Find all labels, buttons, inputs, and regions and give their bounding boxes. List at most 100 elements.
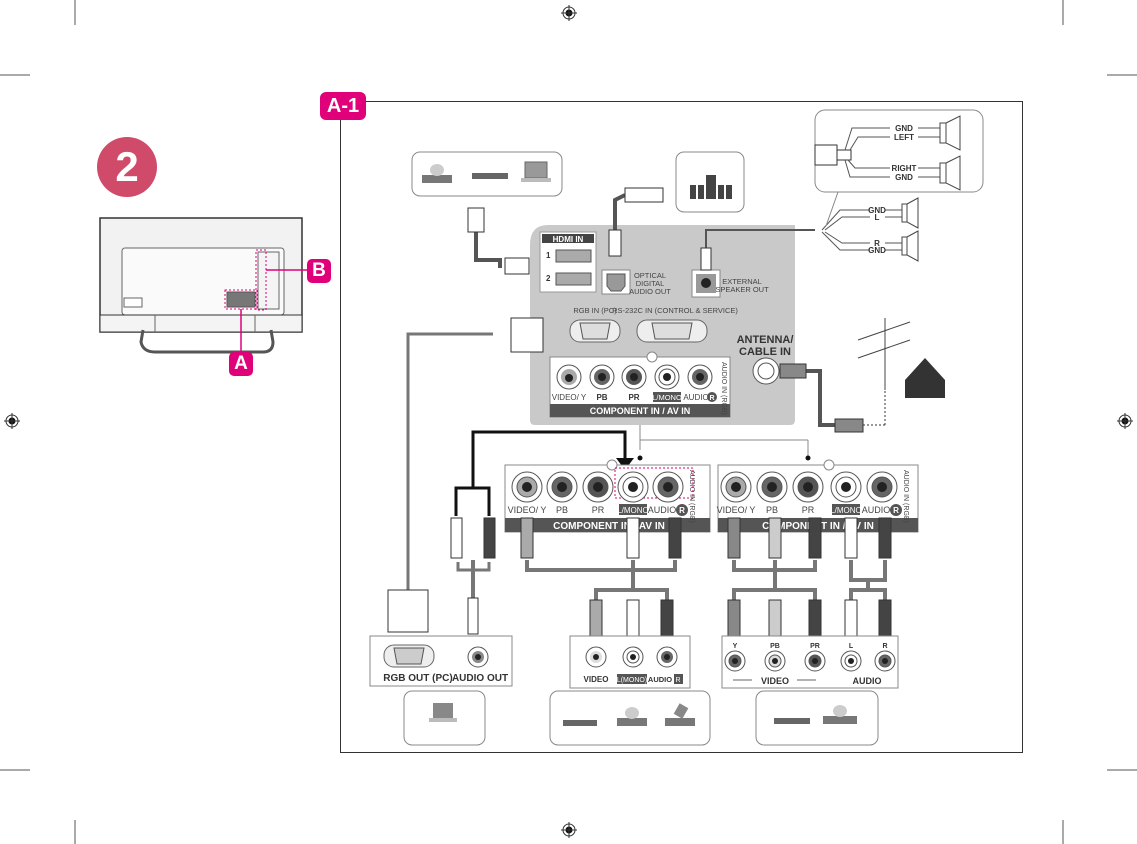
optical-connector bbox=[608, 229, 622, 257]
svg-text:R: R bbox=[709, 395, 714, 402]
hdmi-port-1 bbox=[555, 249, 592, 263]
rca-plug bbox=[668, 517, 682, 559]
jack-label: PR bbox=[802, 505, 815, 515]
rca-plug bbox=[589, 599, 603, 641]
svg-text:VIDEO: VIDEO bbox=[584, 675, 609, 684]
svg-text:PB: PB bbox=[770, 643, 780, 650]
svg-text:CABLE IN: CABLE IN bbox=[739, 346, 791, 358]
rca-plug bbox=[727, 517, 741, 559]
rca-jack bbox=[511, 471, 543, 503]
svg-text:RGB OUT (PC): RGB OUT (PC) bbox=[383, 673, 452, 684]
laptop-icon bbox=[429, 703, 457, 722]
coax-connector bbox=[779, 363, 807, 379]
hdmi-connector bbox=[467, 207, 485, 233]
section-label: A-1 bbox=[326, 95, 360, 117]
rgb-in-port bbox=[569, 319, 621, 343]
svg-text:GND: GND bbox=[868, 206, 886, 215]
rgb-cable-connector bbox=[510, 317, 544, 353]
rca-jack bbox=[652, 471, 684, 503]
rca-jack bbox=[756, 471, 788, 503]
rca-jack bbox=[792, 471, 824, 503]
jack-side-label: AUDIO IN (RGB) bbox=[902, 470, 909, 523]
jack-label: L/MONO bbox=[617, 506, 649, 515]
registration-mark-icon bbox=[561, 5, 577, 21]
svg-text:EXTERNAL: EXTERNAL bbox=[722, 277, 762, 286]
port-area-b bbox=[257, 251, 280, 310]
port-area-a bbox=[226, 291, 256, 308]
svg-text:SPEAKER OUT: SPEAKER OUT bbox=[715, 285, 769, 294]
rgb-out-port bbox=[383, 644, 435, 668]
svg-text:DIGITAL: DIGITAL bbox=[636, 279, 665, 288]
antenna-icon bbox=[857, 318, 911, 390]
rca-plug bbox=[808, 517, 822, 559]
svg-text:AUDIO OUT: AUDIO OUT bbox=[452, 673, 508, 684]
svg-text:LEFT: LEFT bbox=[894, 133, 914, 142]
svg-text:GND: GND bbox=[868, 246, 886, 255]
jack-label: VIDEO/ Y bbox=[717, 505, 756, 515]
registration-mark-icon bbox=[561, 822, 577, 838]
callout-b: B bbox=[307, 259, 331, 283]
rca-jack bbox=[830, 471, 862, 503]
svg-text:R: R bbox=[874, 239, 880, 248]
house-icon bbox=[905, 358, 945, 398]
jack-label: PB bbox=[766, 505, 778, 515]
rca-plug bbox=[626, 599, 640, 641]
svg-text:L(MONO): L(MONO) bbox=[617, 677, 647, 684]
diagram-frame bbox=[340, 101, 1023, 753]
svg-text:RIGHT: RIGHT bbox=[892, 164, 917, 173]
svg-text:COMPONENT IN / AV IN: COMPONENT IN / AV IN bbox=[590, 406, 691, 416]
dvd-player-icon bbox=[422, 164, 452, 183]
rca-jack bbox=[617, 471, 649, 503]
arrow-icon bbox=[616, 458, 634, 470]
jack-label: PR bbox=[592, 505, 605, 515]
speaker-icon bbox=[939, 155, 961, 191]
callout-b-label: B bbox=[312, 260, 326, 281]
speaker-icon bbox=[901, 197, 919, 229]
rca-plug bbox=[844, 517, 858, 559]
settop-box-icon bbox=[472, 173, 508, 179]
registration-mark-icon bbox=[4, 413, 20, 429]
svg-text:PR: PR bbox=[810, 643, 820, 650]
rca-jack bbox=[582, 471, 614, 503]
rs232c-port bbox=[636, 319, 708, 343]
antenna-label: ANTENNA/ bbox=[737, 334, 794, 346]
svg-text:R: R bbox=[675, 677, 680, 684]
jack-label: PB bbox=[556, 505, 568, 515]
home-theater-speakers-icon bbox=[690, 175, 732, 199]
svg-text:VIDEO/ Y: VIDEO/ Y bbox=[552, 393, 587, 402]
component-devices-box bbox=[755, 690, 879, 746]
svg-text:AUDIO: AUDIO bbox=[853, 676, 882, 686]
jack-label: VIDEO/ Y bbox=[508, 505, 547, 515]
hdmi-port-1-label: 1 bbox=[546, 251, 551, 260]
antenna-port bbox=[752, 357, 780, 385]
vcr-icon bbox=[774, 718, 810, 724]
jack-side-label: AUDIO IN (RGB) bbox=[688, 470, 695, 523]
svg-text:OPTICAL: OPTICAL bbox=[634, 271, 666, 280]
rca-plug bbox=[768, 517, 782, 559]
jack-label: AUDIO bbox=[862, 505, 891, 515]
speaker-icon bbox=[939, 115, 961, 151]
svg-text:GND: GND bbox=[895, 124, 913, 133]
section-label-badge: A-1 bbox=[320, 92, 366, 120]
svg-text:AUDIO: AUDIO bbox=[648, 675, 672, 684]
jack-label: L/MONO bbox=[830, 506, 862, 515]
jack-label: R bbox=[893, 506, 899, 515]
svg-text:AUDIO: AUDIO bbox=[683, 393, 708, 402]
svg-text:COMPONENT IN / AV IN: COMPONENT IN / AV IN bbox=[553, 521, 665, 532]
hdmi-port-2 bbox=[555, 272, 592, 286]
callout-a: A bbox=[229, 352, 253, 376]
svg-text:Y: Y bbox=[733, 643, 738, 650]
rca-jack bbox=[546, 471, 578, 503]
rca-plug bbox=[878, 599, 892, 641]
registration-mark-icon bbox=[1117, 413, 1133, 429]
hdmi-title: HDMI IN bbox=[553, 235, 584, 244]
rca-plug bbox=[768, 599, 782, 641]
step-number-badge: 2 bbox=[97, 137, 157, 197]
svg-text:PR: PR bbox=[628, 393, 639, 402]
svg-text:AUDIO OUT: AUDIO OUT bbox=[629, 287, 671, 296]
rca-plug bbox=[808, 599, 822, 641]
rca-jack bbox=[720, 471, 752, 503]
svg-text:VIDEO: VIDEO bbox=[761, 676, 789, 686]
hdmi-port-2-label: 2 bbox=[546, 274, 551, 283]
